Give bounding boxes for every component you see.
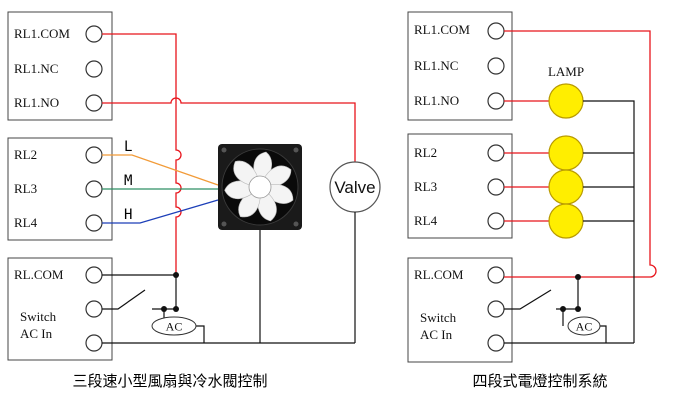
left-pin-switch	[85, 300, 103, 318]
left-pin-rl4	[85, 214, 103, 232]
left-wire-high	[102, 199, 219, 224]
right-red-wire-com	[504, 30, 657, 278]
lamp-4	[548, 203, 584, 239]
right-pin-acin	[487, 334, 505, 352]
right-label-switch: Switch	[420, 310, 457, 325]
right-terminal-rl-com: RL.COM	[414, 267, 464, 282]
lamp-label: LAMP	[548, 64, 584, 79]
lamp-2	[548, 135, 584, 171]
right-terminal-rl2: RL2	[414, 145, 437, 160]
fan-icon	[218, 144, 302, 230]
right-pin-rl1-nc	[487, 57, 505, 75]
left-pin-rl-com	[85, 266, 103, 284]
right-pin-rl-com	[487, 266, 505, 284]
right-terminal-rl1-com: RL1.COM	[414, 22, 470, 37]
right-pin-rl4	[487, 212, 505, 230]
left-caption: 三段速小型風扇與冷水閥控制	[72, 372, 267, 390]
left-wire-low	[102, 154, 219, 186]
left-label-high: H	[124, 207, 132, 223]
valve-label: Valve	[334, 178, 375, 197]
right-terminal-rl1-nc: RL1.NC	[414, 58, 458, 73]
right-label-acin: AC In	[420, 327, 453, 342]
left-terminal-rl2: RL2	[14, 147, 37, 162]
left-panel: RL1.COM RL1.NC RL1.NO RL2 RL3 RL4 RL.COM…	[7, 11, 381, 390]
right-relay234-box: RL2 RL3 RL4	[407, 133, 513, 239]
left-relay234-box: RL2 RL3 RL4	[7, 137, 113, 241]
valve-icon: Valve	[329, 161, 381, 213]
left-red-wire-com	[102, 33, 182, 275]
left-terminal-rl1-com: RL1.COM	[14, 26, 70, 41]
right-pin-rl1-com	[487, 22, 505, 40]
left-pin-rl1-com	[85, 25, 103, 43]
left-label-low: L	[124, 139, 132, 155]
right-ac-source-icon: AC	[567, 316, 601, 336]
lamp-1	[548, 83, 584, 119]
right-pin-switch	[487, 300, 505, 318]
right-junction-switch	[575, 306, 581, 312]
right-pin-rl3	[487, 178, 505, 196]
right-switch-icon	[504, 289, 578, 310]
left-pin-rl1-no	[85, 94, 103, 112]
lamp-3	[548, 169, 584, 205]
left-pin-rl3	[85, 180, 103, 198]
left-red-wire-no	[102, 97, 356, 162]
left-terminal-rl1-nc: RL1.NC	[14, 61, 58, 76]
right-pin-rl1-no	[487, 92, 505, 110]
left-pin-acin	[85, 334, 103, 352]
right-panel: RL1.COM RL1.NC RL1.NO RL2 RL3 RL4 RL.COM…	[407, 11, 657, 390]
right-caption: 四段式電燈控制系統	[472, 372, 607, 390]
left-label-med: M	[124, 173, 132, 189]
right-pin-rl2	[487, 144, 505, 162]
right-junction-com	[575, 274, 581, 280]
left-terminal-rl-com: RL.COM	[14, 267, 64, 282]
left-terminal-rl1-no: RL1.NO	[14, 95, 59, 110]
right-terminal-rl4: RL4	[414, 213, 438, 228]
left-power-box: RL.COM Switch AC In	[7, 257, 113, 361]
left-pin-rl2	[85, 146, 103, 164]
left-black-wire-com	[102, 274, 177, 309]
left-ac-source-icon: AC	[151, 316, 197, 336]
left-junction-com	[173, 272, 179, 278]
right-junction-ac	[560, 306, 566, 312]
right-terminal-rl1-no: RL1.NO	[414, 93, 459, 108]
left-label-switch: Switch	[20, 309, 57, 324]
right-black-wire-lamp-returns	[583, 100, 635, 343]
right-power-box: RL.COM Switch AC In	[407, 257, 513, 363]
left-pin-rl1-nc	[85, 60, 103, 78]
left-terminal-rl4: RL4	[14, 215, 38, 230]
left-relay1-box: RL1.COM RL1.NC RL1.NO	[7, 11, 113, 121]
right-ac-label: AC	[576, 320, 593, 334]
left-junction-ac	[161, 306, 167, 312]
lamp-icon	[548, 83, 584, 239]
left-ac-label: AC	[166, 320, 183, 334]
left-terminal-rl3: RL3	[14, 181, 37, 196]
right-relay1-box: RL1.COM RL1.NC RL1.NO	[407, 11, 513, 121]
left-junction-switch	[173, 306, 179, 312]
right-terminal-rl3: RL3	[414, 179, 437, 194]
left-label-acin: AC In	[20, 326, 53, 341]
